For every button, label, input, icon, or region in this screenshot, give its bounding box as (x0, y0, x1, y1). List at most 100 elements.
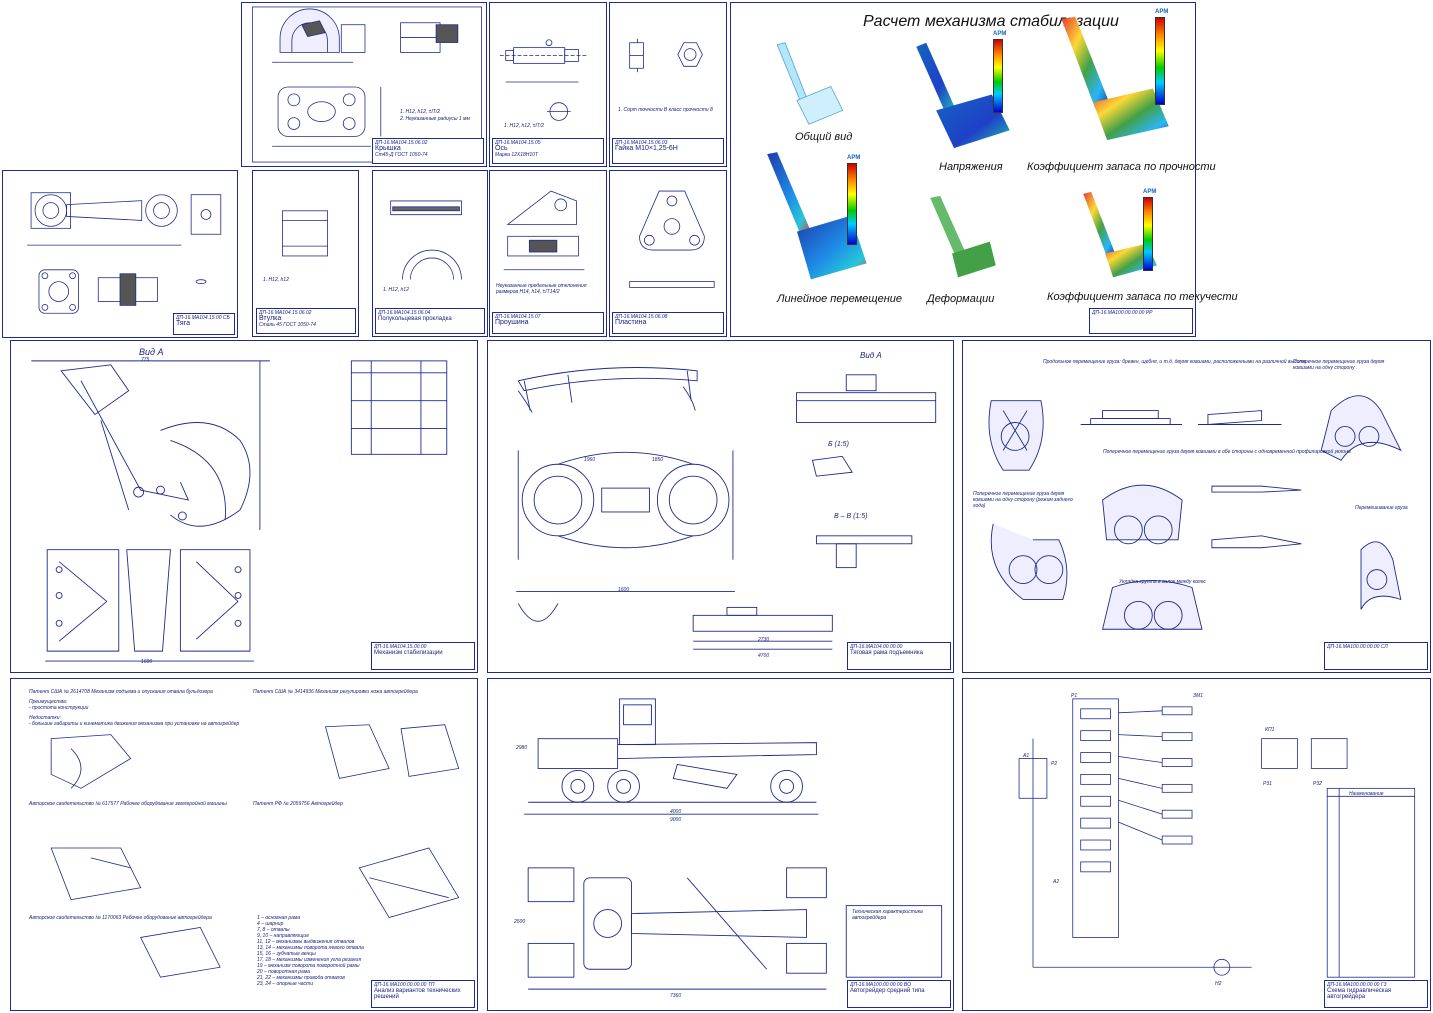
drawing-sheet-patent-analysis: Патент США № 2614708 Механизм подъема и … (10, 678, 478, 1011)
legend-item: 1 – основная рама (257, 915, 301, 921)
cover-note-2: 2. Неуказанные радиусы 1 мм (400, 116, 470, 122)
legend-item: 21, 22 – механизмы привода отвалов (257, 975, 345, 981)
caption-stress: Напряжения (939, 161, 1003, 173)
dimension-base: 1600 (141, 659, 153, 665)
drawing-code: ДП-16.МА104.15.07 (495, 314, 541, 320)
dimension-5: 4700 (758, 653, 770, 659)
drawing-sheet-plate: ДП-16.МА104.15.06.08 Пластина (609, 170, 727, 337)
component-label: Р32 (1313, 781, 1322, 787)
drawing-code: ДП-16.МА104.15.06.02 (375, 140, 428, 146)
drawing-sheet-lug: Неуказанные предельные отклонения размер… (489, 170, 607, 337)
drawing-code: ДП-16.МА104.00.00.00 (850, 644, 903, 650)
title-block: ДП-16.МА100.00.00.00 СЛ (1324, 642, 1428, 670)
spec-title: Техническая характеристика автогрейдера (852, 909, 923, 921)
patent-1-title: Патент США № 2614708 Механизм подъема и … (29, 689, 213, 695)
caption-linear-displacement: Линейное перемещение (777, 293, 903, 305)
drawing-sheet-rod: ДП-16.МА104.15.00 СБ Тяга (2, 170, 238, 338)
drawing-code: ДП-16.МА100.00.00.00 Г3 (1327, 982, 1387, 988)
advantages-label: Преимущества: (29, 699, 68, 705)
stabilizer-drawing (31, 360, 448, 662)
title-block: ДП-16.МА104.00.00.00 Тяговая рама подъем… (847, 642, 951, 670)
table-header: Наименование (1349, 791, 1384, 797)
gasket-note: 1. Н12, h12 (383, 287, 409, 293)
dimension-4: 2730 (758, 637, 770, 643)
assembly-name: Механизм стабилизации (374, 650, 443, 656)
view-b-label: Б (1:5) (828, 441, 849, 448)
title-block: ДП-16.МА100.00.00.00 ТП Анализ вариантов… (371, 980, 475, 1008)
sheet-name: Автогрейдер средний типа (850, 988, 925, 994)
model-deformation (930, 195, 996, 278)
title-block: ДП-16.МА104.15.00 СБ Тяга (173, 313, 235, 335)
legend-list: 1 – основная рама 4 – шарнир 7, 8 – отва… (257, 915, 364, 987)
scheme-title-6: Укладка грунта в валок между колес (1119, 579, 1206, 585)
section-v-label: В – В (1:5) (834, 513, 868, 520)
drawing-sheet-grader: 2980 4000 9000 7360 2500 Техническая хар… (487, 678, 954, 1011)
legend-item: 11, 12 – механизмы выдвижения отвалов (257, 939, 355, 945)
apm-logo: APM (993, 31, 1007, 37)
drawing-code: ДП-16.МА100.00.00.00 СЛ (1327, 644, 1388, 650)
fea-title: Расчет механизма стабилизации (863, 13, 1119, 30)
title-block: ДП-16.МА104.15.06.08 Пластина (612, 312, 724, 334)
drawing-sheet-cover: 1. Н12, h12, ±IT/2 2. Неуказанные радиус… (241, 2, 487, 167)
legend-item: 15, 16 – зубчатые венцы (257, 951, 316, 957)
hydraulic-scheme-drawing (1018, 698, 1416, 978)
grader-drawing (524, 698, 943, 990)
drawing-code: ДП-16.МА100.00.00.00 ВО (850, 982, 911, 988)
apm-logo: APM (1155, 9, 1169, 15)
title-block: ДП-16.МА100.00.00.00 Г3 Схема гидравличе… (1324, 980, 1428, 1008)
lug-note: Неуказанные предельные отклонения размер… (496, 283, 587, 295)
work-schemes-drawing (988, 395, 1402, 630)
patent-sketches (50, 724, 460, 978)
component-label: Н2 (1215, 981, 1222, 987)
title-block: ДП-16.МА104.15.06.02 Втулка Сталь 45 ГОС… (256, 308, 356, 334)
part-name: Проушина (495, 319, 529, 326)
part-name: Гайка М10×1,25-6Н (615, 145, 678, 152)
certificate-2-title: Авторское свидетельство № 1170063 Рабоче… (29, 915, 212, 921)
legend-item: 20 – поворотная рама (257, 969, 311, 975)
bushing-note: 1. Н12, h12 (263, 277, 289, 283)
disadvantages-label: Недостатки: (29, 715, 61, 721)
part-material: Сталь 45 ГОСТ 1050-74 (259, 322, 316, 328)
fea-results-sheet: Расчет механизма стабилизации (730, 2, 1238, 337)
dimension-wheelbase: 4000 (670, 809, 682, 815)
drawing-code: ДП-16.МА104.15.06.02 (259, 310, 312, 316)
drawing-sheet-stabilizer: Вид А 775 1600 ДП-16.МА104.15.00. (10, 340, 478, 673)
legend-item: 17, 18 – механизмы изменения угла резани… (257, 957, 362, 963)
legend-item: 9, 10 – направляющие (257, 933, 309, 939)
part-name: Пластина (615, 319, 647, 326)
drawing-sheet-nut: 1. Сорт точности В класс прочности 8 ДП-… (609, 2, 727, 167)
cover-drawing (251, 6, 482, 163)
part-name: Ось (495, 145, 508, 152)
apm-logo: APM (1143, 189, 1157, 195)
scheme-title-2: Поперечное перемещение груза двумя ковша… (1293, 359, 1385, 371)
lug-drawing (503, 190, 585, 271)
color-scale (993, 39, 1003, 113)
sheet-name: Анализ вариантов технических решений (374, 988, 461, 1000)
title-block: ДП-16.МА104.15.06.04 Полукольцевая прокл… (375, 308, 485, 334)
model-general-view (776, 42, 844, 125)
axle-note: 1. Н12, h12, ±IT/2 (504, 123, 544, 129)
fea-models (767, 16, 1169, 280)
scheme-title-1: Продольное перемещение груза: бревен, ще… (1043, 359, 1307, 365)
model-stress (916, 42, 1010, 149)
scheme-title-3: Поперечное перемещение груза двумя ковша… (1103, 449, 1351, 455)
dimension-2: 1850 (652, 457, 664, 463)
draw-frame-drawing (516, 367, 937, 650)
color-scale (847, 163, 857, 245)
part-name: Втулка (259, 315, 282, 322)
drawing-sheet-work-schemes: Продольное перемещение груза: бревен, ще… (962, 340, 1431, 673)
component-label: Р1 (1071, 693, 1078, 699)
rod-drawing (27, 192, 222, 314)
drawing-sheet-draw-frame: Вид А Б (1:5) В – В (1:5) 1960 1850 1600… (487, 340, 954, 673)
disadvantage-1: - большие габариты и кинематика движения… (29, 721, 240, 727)
drawing-sheet-hydraulic-scheme: Р1 Р2 А1 А2 ЗМ1 КП1 Р31 Р32 Н2 Наименова… (962, 678, 1431, 1011)
caption-strength-safety: Коэффициент запаса по прочности (1027, 161, 1216, 173)
model-strength-safety (1061, 16, 1169, 141)
part-material: Марка 12Х18Н10Т (495, 152, 538, 158)
part-name: Тяга (176, 320, 190, 327)
legend-item: 13, 14 – механизмы поворота левого отвал… (257, 945, 364, 951)
drawing-code: ДП-16.МА104.15.06.08 (615, 314, 668, 320)
drawing-sheet-bushing: 1. Н12, h12 ДП-16.МА104.15.06.02 Втулка … (252, 170, 359, 337)
drawing-code: ДП-16.МА104.15.05 (495, 140, 541, 146)
drawing-code: ДП-16.МА104.15.00 СБ (176, 315, 230, 321)
